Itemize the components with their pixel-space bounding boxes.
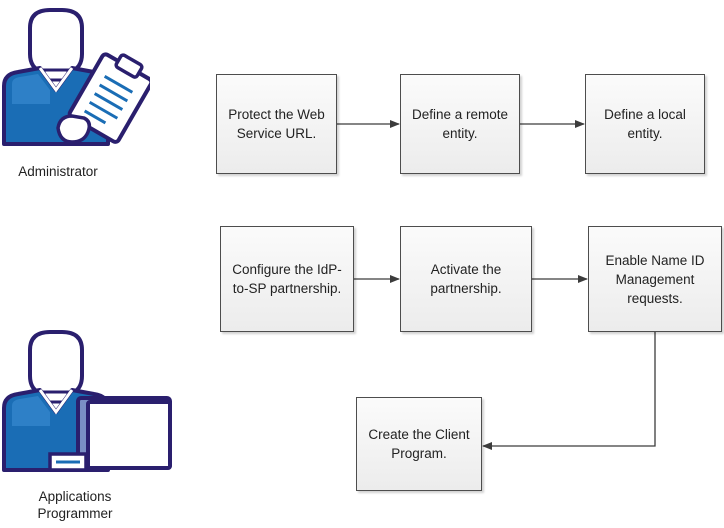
arrow-enable-to-create [482,332,656,450]
step-enable-name-id-management: Enable Name ID Management requests. [588,226,722,332]
step-configure-partnership: Configure the IdP- to-SP partnership. [220,226,354,332]
programmer-label: Applications Programmer [37,489,113,521]
step-configure-partnership-label: Configure the IdP- to-SP partnership. [232,262,342,296]
programmer-computer-icon [0,330,176,478]
step-define-remote-entity-label: Define a remote entity. [411,107,509,141]
step-define-local-entity-label: Define a local entity. [604,107,686,141]
step-activate-partnership: Activate the partnership. [400,226,532,332]
step-protect-web-service-url: Protect the Web Service URL. [216,74,337,174]
step-enable-name-id-management-label: Enable Name ID Management requests. [605,252,705,306]
step-define-local-entity: Define a local entity. [585,74,705,174]
administrator-clipboard-icon [0,4,154,152]
step-protect-web-service-url-label: Protect the Web Service URL. [228,107,325,141]
step-define-remote-entity: Define a remote entity. [400,74,520,174]
step-activate-partnership-label: Activate the partnership. [430,262,502,296]
step-create-client-program: Create the Client Program. [356,397,482,491]
administrator-label: Administrator [18,164,98,179]
step-create-client-program-label: Create the Client Program. [368,427,470,461]
